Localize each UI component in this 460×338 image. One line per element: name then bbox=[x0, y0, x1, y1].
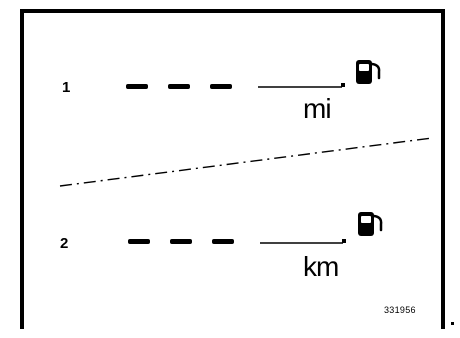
row-2-dash-2 bbox=[170, 239, 192, 244]
row-1-dot bbox=[341, 83, 345, 87]
row-2-dash-1 bbox=[128, 239, 150, 244]
row-2-dot bbox=[342, 239, 346, 243]
row-1-unit-label: mi bbox=[303, 93, 332, 124]
row-1-dash-2 bbox=[168, 84, 190, 89]
row-1-dash-3 bbox=[210, 84, 232, 89]
row-2-dash-segments bbox=[128, 239, 234, 244]
row-1-number: 1 bbox=[62, 79, 71, 96]
separator-dash-dot-line bbox=[59, 137, 433, 187]
row-2-number: 2 bbox=[60, 235, 69, 252]
reference-code: 331956 bbox=[384, 305, 416, 315]
row-1-dash-segments bbox=[126, 84, 232, 89]
row-2-fuel-pump-icon bbox=[358, 212, 383, 236]
frame-corner-mark bbox=[451, 322, 454, 325]
figure-frame bbox=[20, 9, 445, 329]
row-1-fuel-pump-icon bbox=[356, 60, 381, 84]
row-1-dash-1 bbox=[126, 84, 148, 89]
row-2-dash-3 bbox=[212, 239, 234, 244]
row-2-unit-label: km bbox=[303, 251, 339, 282]
